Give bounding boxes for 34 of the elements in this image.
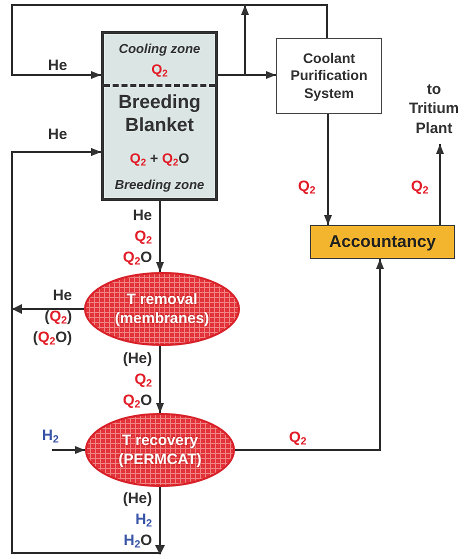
edge-label: (He) H$_{2}$ H$_{2}$O <box>122 490 152 549</box>
arrow <box>156 201 164 272</box>
edge-label: Q$_{2}$ <box>411 178 429 195</box>
node-label: Accountancy <box>329 232 436 251</box>
node-label: Cooling zone <box>118 41 200 56</box>
arrow <box>218 5 249 76</box>
node-label: T recovery (PERMCAT) <box>118 432 202 468</box>
edge-label: He <box>48 57 68 74</box>
edge-label: (He) Q$_{2}$ Q$_{2}$O <box>122 350 152 409</box>
arrow <box>436 144 444 225</box>
process-box <box>310 225 455 259</box>
arrow <box>11 4 328 79</box>
edge-label: Q$_{2}$ <box>298 178 316 195</box>
node-label: Q$_{2}$ <box>151 61 168 77</box>
arrow <box>11 148 165 555</box>
arrow <box>52 446 85 454</box>
edge-label: He Q$_{2}$ Q$_{2}$O <box>122 207 152 266</box>
node-label: Breeding Blanket <box>118 92 201 136</box>
node-label: Breeding zone <box>114 177 204 192</box>
node-label: T removal (membranes) <box>114 290 210 327</box>
flow-label: He <box>48 126 68 143</box>
process-ellipse <box>84 272 240 346</box>
blanket-box <box>101 31 218 201</box>
process-box <box>276 38 382 114</box>
edge-label: He (Q$_{2}$) (Q$_{2}$O) <box>32 287 72 346</box>
process-ellipse <box>85 413 235 487</box>
node-label: to Tritium Plant <box>408 80 459 137</box>
arrow <box>324 114 332 225</box>
arrow <box>235 259 384 451</box>
edge-label: Q$_{2}$ <box>289 429 307 446</box>
node-label: Q$_{2}$ + Q$_{2}$O <box>130 150 190 166</box>
arrow <box>156 346 164 413</box>
edge-label: H$_{2}$ <box>42 427 59 444</box>
node-label: Coolant Purification System <box>290 50 368 101</box>
